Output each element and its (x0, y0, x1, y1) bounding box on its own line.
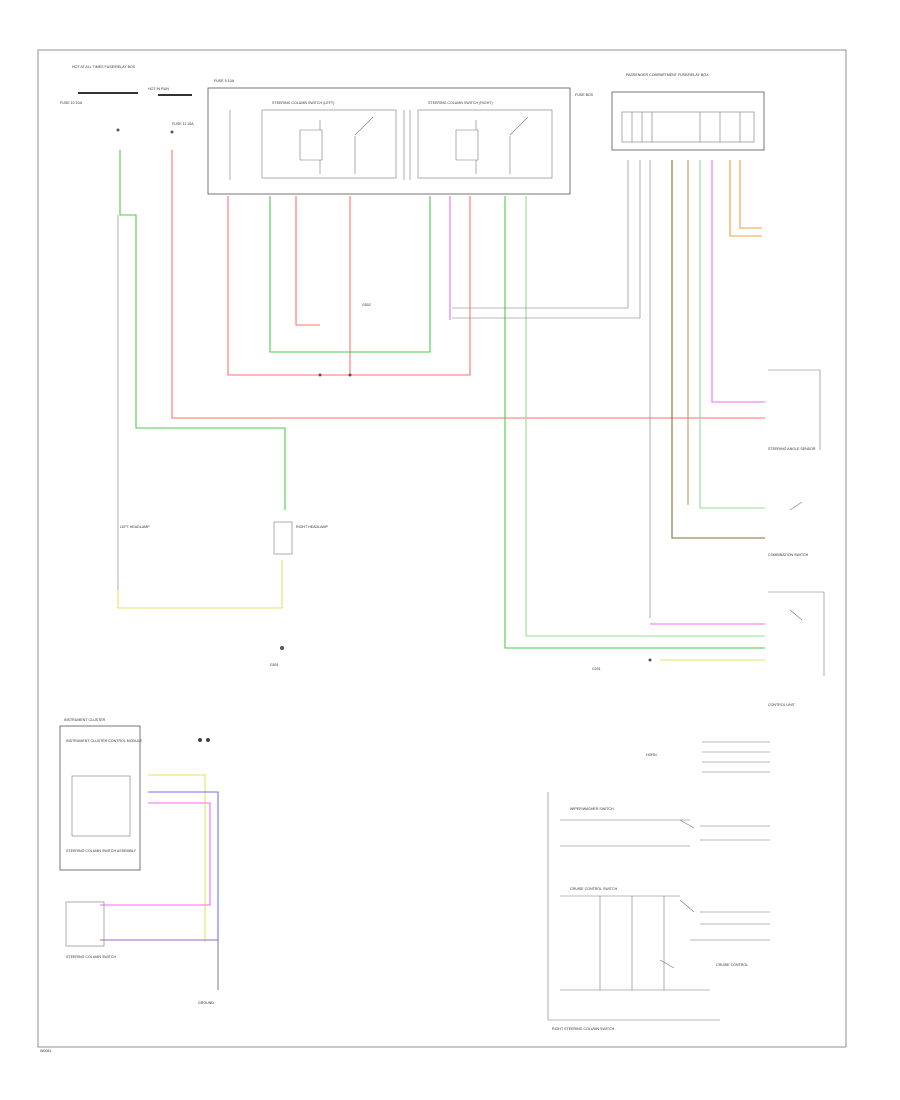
wire-green-right-b (525, 196, 765, 637)
relay-left-label: STEERING COLUMN SWITCH (LEFT) (272, 101, 334, 105)
relay-left-coil (299, 116, 374, 174)
pcm-module-inner (621, 111, 755, 143)
hot-run-label: HOT IN RUN (148, 87, 169, 91)
right-switch-2 (789, 609, 803, 621)
right-bracket-2 (768, 591, 825, 676)
wire-yellow-low (148, 774, 206, 942)
lamp-left-label: LEFT HEADLAMP (120, 525, 150, 529)
diagram-frame (37, 49, 847, 1048)
fuse-c-label: FUSE 5 10A (214, 79, 235, 83)
right-ground-bracket (768, 369, 821, 450)
switch-rear-label: COMBINATION SWITCH (768, 553, 809, 557)
lower-switch-box (65, 901, 105, 947)
cruise-switch-label: CRUISE CONTROL SWITCH (570, 887, 618, 891)
wire-gray-a (452, 160, 629, 309)
bottom-ground-label: GROUND (198, 1001, 214, 1005)
relay-right-box (417, 109, 553, 179)
wire-pink-right (711, 160, 765, 403)
fuse-panel-label: HOT AT ALL TIMES FUSE/RELAY BOX (72, 65, 136, 69)
ground-left-node (280, 646, 284, 650)
module-box (59, 725, 141, 871)
wiper-switch-label: WIPER/WASHER SWITCH (570, 807, 614, 811)
relay-dividers (229, 110, 411, 180)
module-inner-box (71, 775, 131, 837)
bottom-switch-label: STEERING COLUMN SWITCH (66, 955, 117, 959)
module-node-2 (206, 738, 210, 742)
fuse-panel-bar (78, 92, 138, 94)
lower-right-side-label: CRUISE CONTROL (716, 963, 748, 967)
right-bracket-label: CONTROL UNIT (768, 703, 796, 707)
wire-green-sensor (699, 160, 765, 509)
module-inner-label: INSTRUMENT CLUSTER CONTROL MODULE (66, 739, 143, 743)
ground-right-label: G502 (362, 303, 371, 307)
relay-left-box (261, 109, 397, 179)
relay-block (207, 87, 571, 195)
fuse-b-label: FUSE 11 15A (172, 122, 194, 126)
junction-2 (348, 373, 352, 377)
wire-red-relay (227, 196, 471, 376)
lamp-right-box (273, 521, 293, 555)
relay-right-coil (455, 116, 529, 174)
wiper-switch-lines (560, 819, 770, 847)
wire-brown (671, 160, 765, 539)
hot-run-bar (158, 94, 192, 96)
lower-right-frame (547, 792, 720, 1021)
module-sub-label: STEERING COLUMN SWITCH ASSEMBLY (66, 849, 137, 853)
lamp-right-label: RIGHT HEADLAMP (296, 525, 328, 529)
wire-blue (148, 791, 219, 942)
wire-orange (729, 160, 762, 237)
wire-orange2 (739, 160, 762, 229)
right-ground-text: G201 (592, 667, 601, 671)
junction-1 (318, 373, 322, 377)
horn-label: HORN (646, 753, 657, 757)
module-box-label: INSTRUMENT CLUSTER (64, 718, 106, 722)
fuse-a-label: FUSE 10 10A (60, 101, 83, 105)
pcm-module-dividers (631, 112, 741, 142)
wire-gray-b (452, 160, 641, 319)
horn-wires (702, 741, 770, 773)
wire-green-relay (269, 196, 431, 353)
wire-green-right-a (504, 196, 765, 649)
wire-green-left (119, 150, 286, 510)
switch-front-label: STEERING ANGLE SENSOR (768, 447, 816, 451)
relay-text-right: FUSE BOX (575, 93, 594, 97)
cruise-switch-lines (560, 895, 770, 991)
wire-pink-lowleft (100, 802, 211, 906)
wire-red-long (171, 150, 765, 419)
diagram-code: W0081 (40, 1049, 51, 1053)
fuse-b-node (170, 130, 174, 134)
pcm-module-label: PASSENGER COMPARTMENT FUSE/RELAY BOX (626, 73, 709, 77)
relay-right-label: STEERING COLUMN SWITCH (RIGHT) (428, 101, 493, 105)
right-node-1 (648, 658, 652, 662)
wire-yellow-left (117, 560, 283, 609)
module-node-1 (198, 738, 202, 742)
lower-right-title: RIGHT STEERING COLUMN SWITCH (552, 1027, 615, 1031)
ground-left-label: G501 (270, 663, 279, 667)
pcm-module-outer (611, 91, 765, 151)
right-switch-1 (789, 501, 803, 511)
fuse-a-node (116, 128, 120, 132)
wire-red-mid (295, 196, 320, 326)
